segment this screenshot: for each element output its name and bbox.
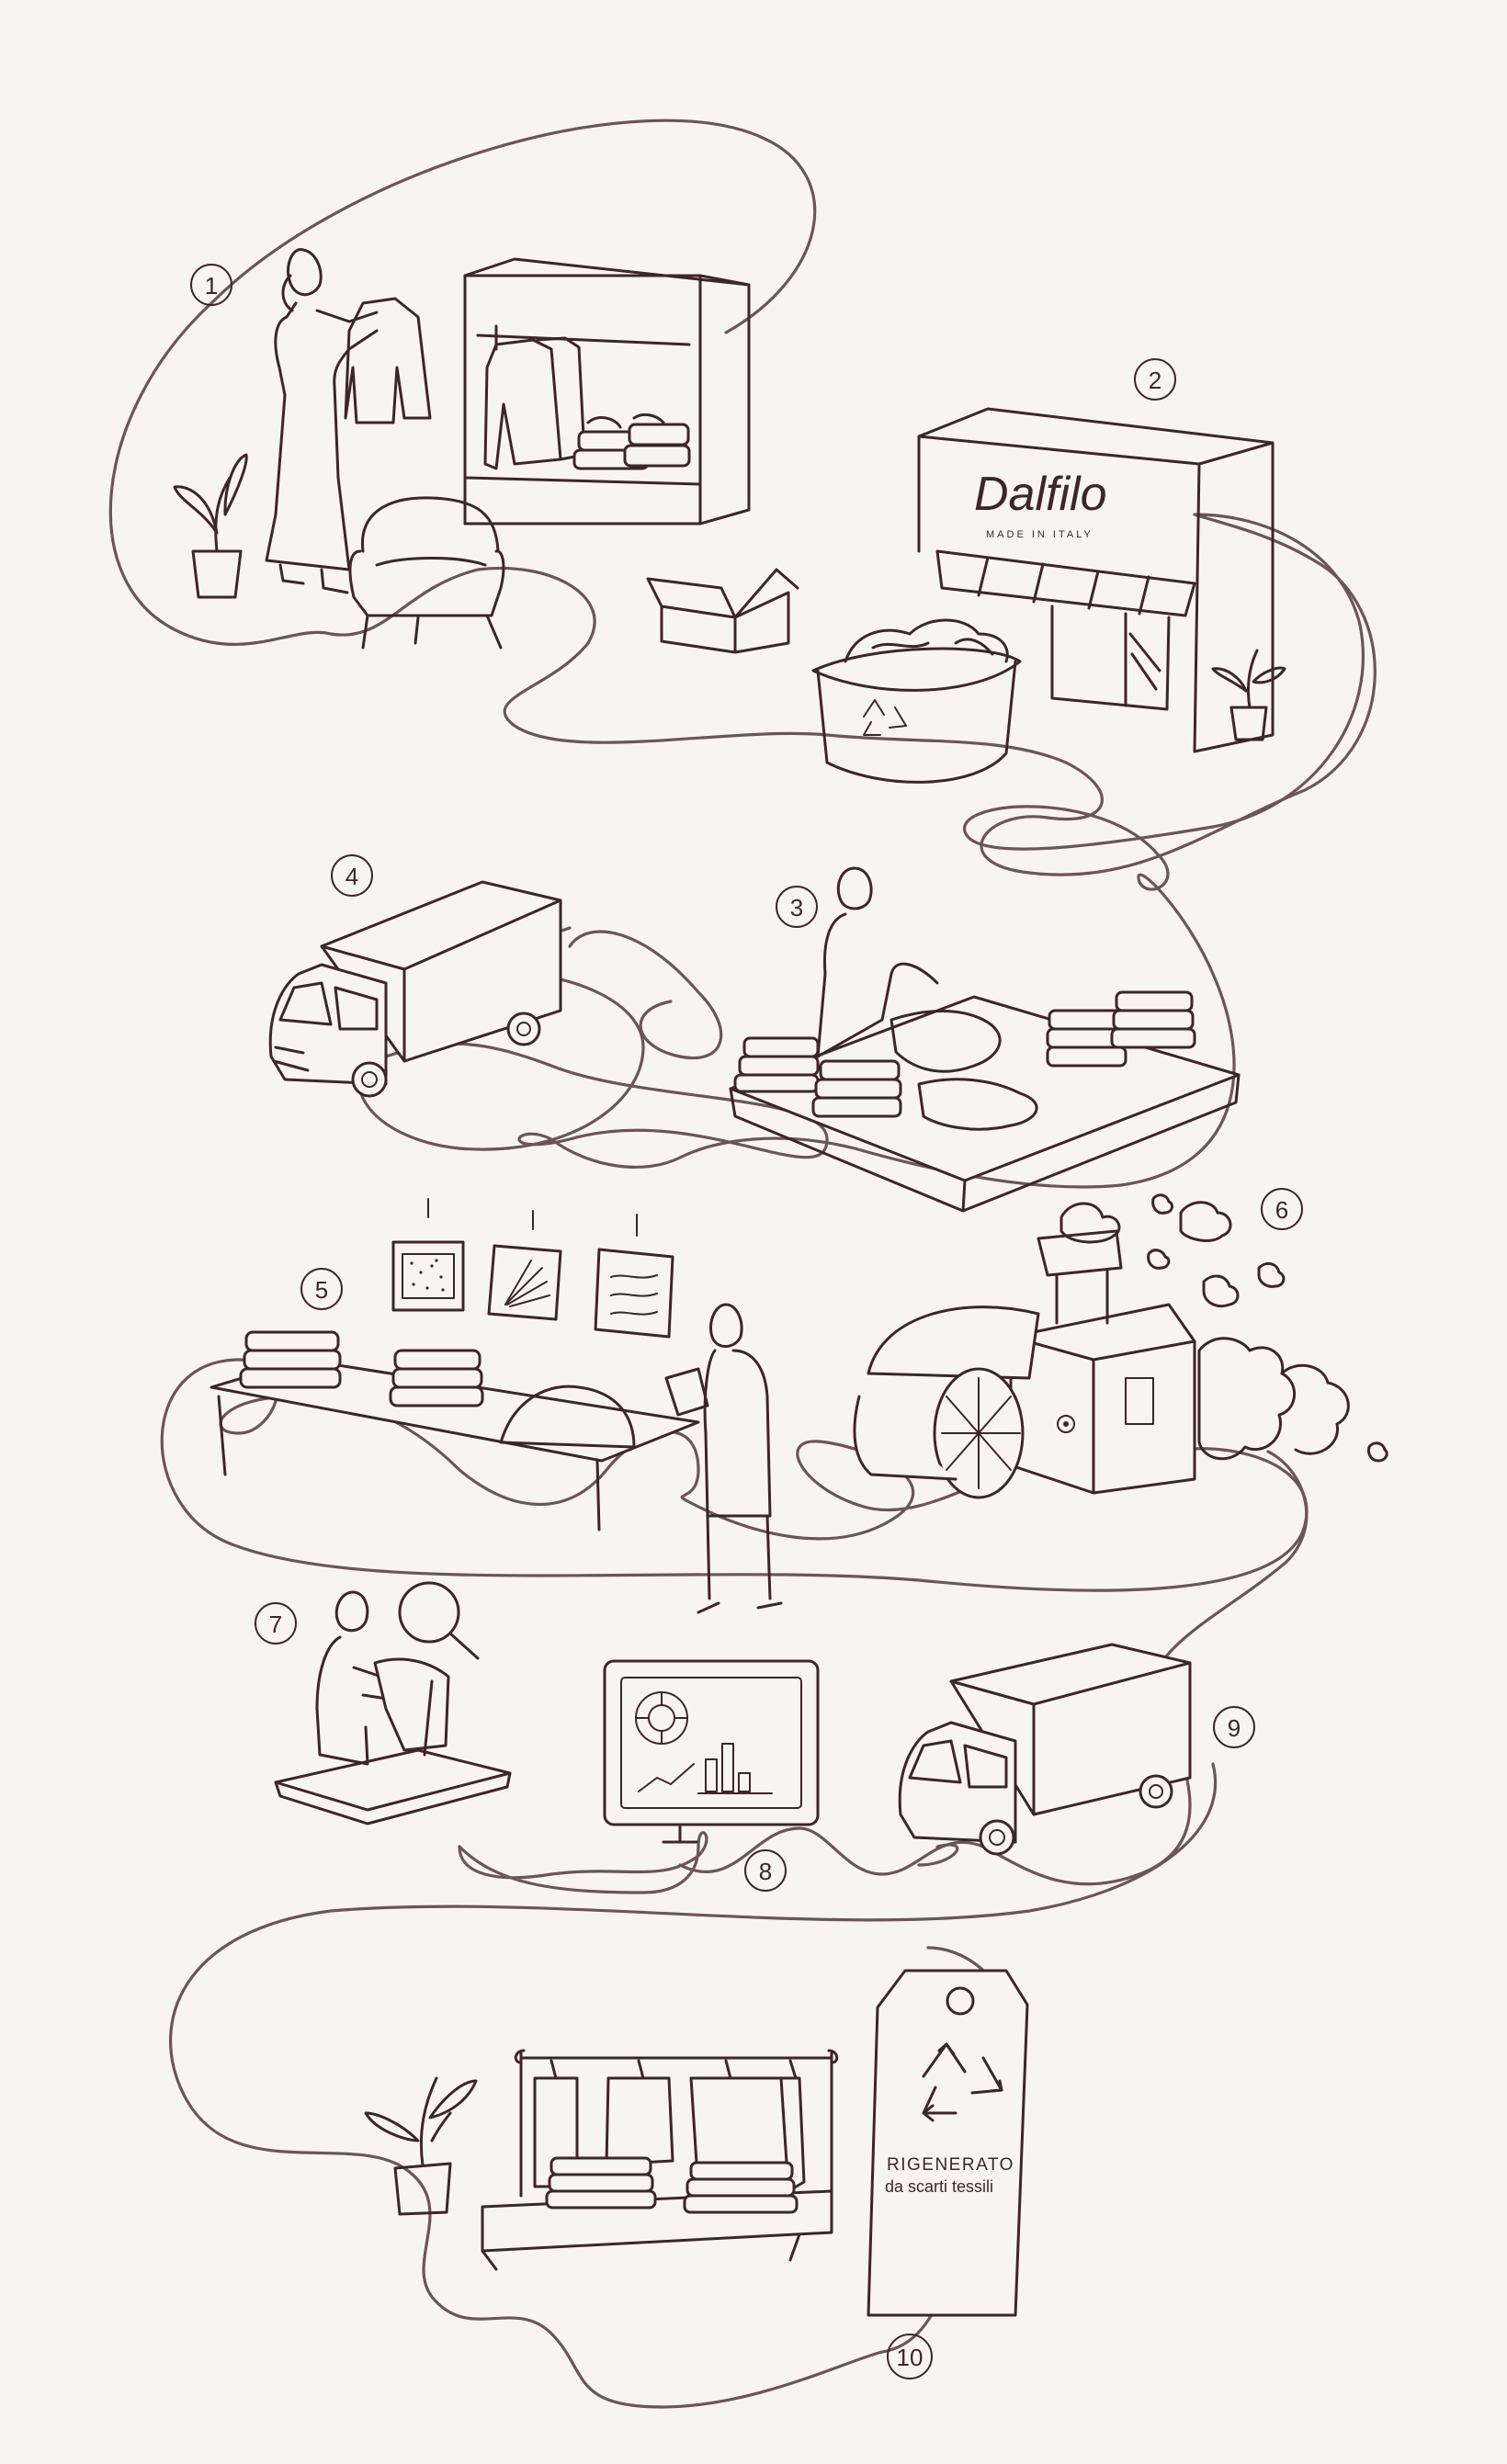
tag-line-1: RIGENERATO — [887, 2155, 1014, 2175]
step-number-4: 4 — [332, 855, 372, 896]
svg-text:10: 10 — [897, 2344, 923, 2371]
scene-home-wardrobe — [175, 250, 798, 652]
scene-monitor — [605, 1661, 818, 1842]
svg-text:4: 4 — [346, 863, 358, 890]
step-number-5: 5 — [301, 1269, 342, 1309]
cardboard-box — [648, 570, 798, 652]
shop-tagline: MADE IN ITALY — [986, 529, 1093, 540]
fiber-sample-frame — [393, 1242, 463, 1310]
plant-icon — [175, 455, 246, 597]
step-number-3: 3 — [776, 887, 817, 927]
weave-frame — [595, 1249, 673, 1337]
scene-inspection — [276, 1583, 510, 1824]
step-number-1: 1 — [191, 265, 232, 305]
plant-icon — [366, 2078, 476, 2214]
svg-text:7: 7 — [269, 1611, 282, 1638]
recycled-tag: RIGENERATO da scarti tessili — [868, 1971, 1027, 2315]
scene-sorting — [731, 868, 1239, 1211]
truck-icon-2 — [900, 1645, 1190, 1854]
tag-line-2: da scarti tessili — [885, 2177, 993, 2196]
svg-text:5: 5 — [315, 1276, 328, 1304]
step-number-6: 6 — [1262, 1189, 1302, 1229]
truck-icon-1 — [270, 882, 561, 1096]
scene-retail-rack — [366, 2051, 837, 2269]
svg-text:9: 9 — [1228, 1714, 1241, 1742]
recycle-bin — [813, 620, 1020, 782]
svg-text:3: 3 — [790, 894, 803, 921]
thread-path-3 — [570, 932, 721, 1057]
step-number-8: 8 — [745, 1850, 786, 1891]
svg-text:1: 1 — [205, 272, 218, 300]
color-fan-frame — [489, 1246, 561, 1319]
svg-text:6: 6 — [1275, 1196, 1288, 1224]
magnifier-icon — [400, 1583, 478, 1658]
recycle-icon — [864, 700, 906, 735]
woman-figure — [266, 250, 430, 593]
scene-shredding — [855, 1195, 1387, 1498]
step-number-9: 9 — [1214, 1707, 1254, 1747]
step-number-2: 2 — [1135, 359, 1175, 400]
svg-text:8: 8 — [759, 1858, 772, 1885]
scene-shop: Dalfilo MADE IN ITALY — [813, 409, 1285, 782]
step-number-7: 7 — [255, 1603, 296, 1644]
thread-path — [110, 120, 1375, 875]
svg-text:2: 2 — [1149, 367, 1161, 394]
shop-logo: Dalfilo — [974, 468, 1107, 521]
scene-analysis — [211, 1199, 781, 1612]
